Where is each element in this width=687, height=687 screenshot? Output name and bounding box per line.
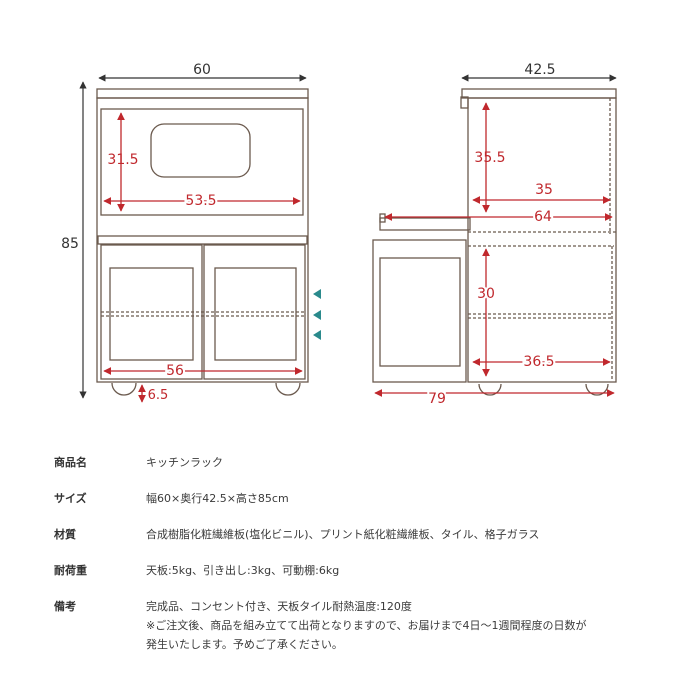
- front-left-glass: [109, 267, 194, 361]
- spec-label: サイズ: [54, 492, 87, 505]
- caster-height-label: 6.5: [148, 388, 169, 403]
- spec-note-text: ※ご注文後、商品を組み立てて出荷となりますので、お届けまで4日～1週間程度の日数…: [146, 619, 587, 632]
- window-width-label: 53.5: [185, 193, 216, 209]
- lower-depth-label: 36.5: [523, 354, 554, 370]
- front-view: [96, 88, 309, 396]
- side-open-door-glass: [379, 257, 461, 367]
- side-open-door: [372, 239, 467, 383]
- side-pullout-tray: [379, 217, 471, 231]
- pullout-extended-label: 64: [534, 209, 552, 225]
- spec-note-text: 発生いたします。予めご了承ください。: [146, 638, 343, 651]
- front-window: [150, 123, 251, 178]
- side-view: [372, 88, 617, 396]
- spec-value: キッチンラック: [146, 456, 223, 469]
- product-dimension-diagram: 60 85 31.5 53.5 56 6.5 42.5: [61, 62, 617, 409]
- spec-label: 商品名: [54, 456, 87, 469]
- total-extended-label: 79: [428, 391, 446, 407]
- front-cabinet-body: [96, 97, 309, 383]
- front-right-glass: [214, 267, 297, 361]
- side-cabinet-body: [467, 97, 617, 383]
- lower-height-label: 30: [477, 286, 495, 302]
- side-top-panel: [461, 88, 617, 99]
- front-pullout-tray: [97, 235, 308, 245]
- shelf-arrow-icon: [313, 330, 321, 340]
- spec-value: 完成品、コンセント付き、天板タイル耐熱温度:120度: [146, 600, 412, 613]
- door-width-label: 56: [166, 363, 184, 379]
- front-right-door: [203, 244, 306, 380]
- upper-height-label: 35.5: [474, 150, 505, 166]
- front-left-caster: [111, 382, 137, 396]
- spec-label: 備考: [54, 600, 76, 613]
- window-height-label: 31.5: [107, 152, 138, 168]
- spec-value: 天板:5kg、引き出し:3kg、可動棚:6kg: [146, 564, 340, 577]
- shelf-arrow-icon: [313, 289, 321, 299]
- side-top-lip: [460, 96, 469, 109]
- side-depth-label: 42.5: [524, 62, 555, 78]
- upper-depth-label: 35: [535, 182, 553, 198]
- front-top-panel: [96, 88, 309, 99]
- spec-label: 耐荷重: [54, 564, 87, 577]
- front-right-caster: [275, 382, 301, 396]
- front-width-label: 60: [193, 62, 211, 78]
- spec-value: 幅60×奥行42.5×高さ85cm: [146, 492, 289, 505]
- spec-label: 材質: [54, 528, 76, 541]
- front-upper-compartment: [100, 108, 304, 216]
- shelf-arrow-icon: [313, 310, 321, 320]
- spec-value: 合成樹脂化粧繊維板(塩化ビニル)、プリント紙化粧繊維板、タイル、格子ガラス: [146, 528, 540, 541]
- front-dimensions: 60 85 31.5 53.5 56 6.5: [61, 62, 321, 403]
- front-height-label: 85: [61, 236, 79, 252]
- side-dimensions: 42.5 35.5 35 64 30 36.5 79: [374, 62, 617, 409]
